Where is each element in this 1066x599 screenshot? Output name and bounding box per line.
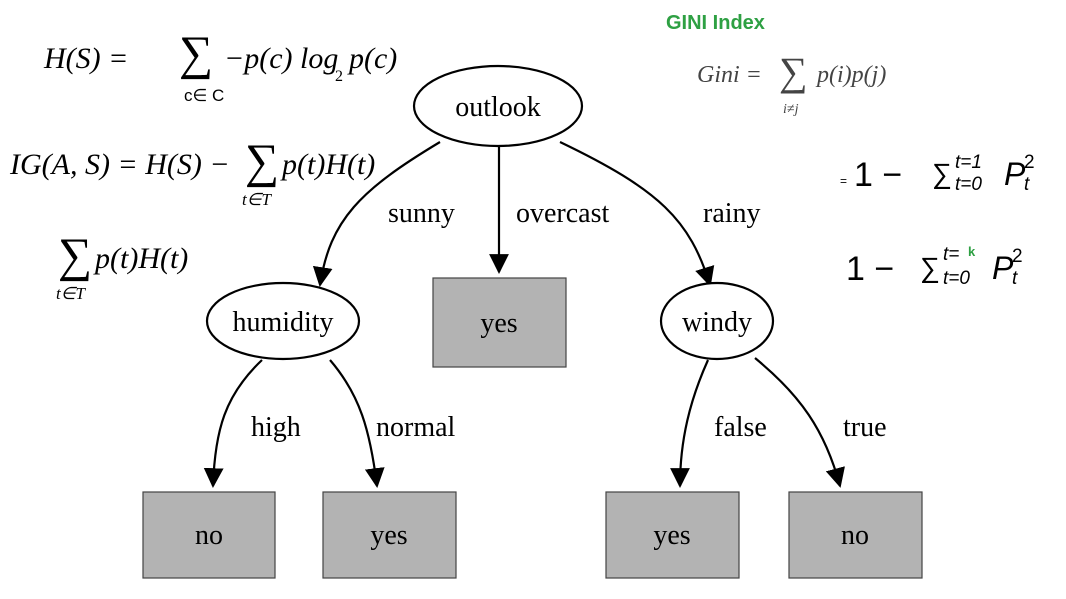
- node-outlook-label: outlook: [455, 92, 541, 123]
- gini-binary-upper: t=1: [955, 152, 982, 173]
- gini-binary-term: P: [1004, 156, 1026, 192]
- branch-high-label: high: [251, 412, 301, 443]
- gini-binary-term-sup: 2: [1024, 152, 1035, 173]
- gini-general-term-sup: 2: [1012, 246, 1023, 267]
- leaf-normal-yes: yes: [322, 491, 457, 579]
- gini-general-lower: t=0: [943, 268, 970, 289]
- entropy-lhs: H(S) =: [44, 42, 129, 75]
- leaf-overcast-yes: yes: [432, 277, 567, 368]
- leaf-false-label: yes: [653, 520, 690, 551]
- gini-binary-term-sub: t: [1024, 174, 1030, 195]
- gini-general-upper-k: k: [968, 244, 976, 259]
- branch-false-label: false: [714, 412, 767, 443]
- gini-general-term-sub: t: [1012, 268, 1018, 289]
- branch-overcast-label: overcast: [516, 198, 610, 229]
- entropy-sigma: ∑: [179, 27, 214, 80]
- edge-outlook-sunny: [312, 141, 441, 287]
- edge-humidity-normal: [329, 359, 385, 488]
- weighted-entropy-sum-index: t∈T: [56, 284, 85, 303]
- leaf-high-label: no: [195, 520, 223, 551]
- edge-windy-true: [754, 357, 845, 488]
- gini-binary-lower: t=0: [955, 174, 982, 195]
- node-windy-label: windy: [682, 307, 752, 338]
- node-windy: windy: [659, 281, 775, 361]
- gini-general-term: P: [992, 250, 1014, 286]
- entropy-body: −p(c) log: [224, 42, 339, 75]
- info-gain-sigma: ∑: [245, 135, 280, 188]
- weighted-entropy-body: p(t)H(t): [95, 242, 189, 275]
- node-humidity-label: humidity: [232, 307, 333, 338]
- node-humidity: humidity: [205, 281, 361, 361]
- gini-body: p(i)p(j): [817, 62, 887, 88]
- gini-general-one-minus: 1 −: [846, 250, 895, 288]
- info-gain-sum-index: t∈T: [242, 190, 271, 209]
- leaf-overcast-label: yes: [480, 308, 517, 339]
- edge-windy-false: [670, 359, 710, 488]
- branch-rainy-label: rainy: [703, 198, 761, 229]
- leaf-true-no: no: [788, 491, 923, 579]
- leaf-high-no: no: [142, 491, 276, 579]
- gini-lhs: Gini =: [697, 62, 762, 88]
- info-gain-lhs: IG(A, S) = H(S) −: [10, 148, 230, 181]
- entropy-tail: p(c): [349, 42, 398, 75]
- entropy-sum-index: c∈ C: [184, 86, 225, 105]
- gini-sum-index: i≠j: [783, 102, 799, 117]
- gini-sigma: ∑: [779, 49, 808, 94]
- edge-humidity-high: [203, 359, 263, 488]
- leaf-false-yes: yes: [605, 491, 740, 579]
- gini-index-title: GINI Index: [666, 12, 765, 34]
- gini-general-sigma: ∑: [920, 252, 940, 283]
- info-gain-body: p(t)H(t): [282, 148, 376, 181]
- leaf-true-label: no: [841, 520, 869, 551]
- node-outlook: outlook: [412, 64, 584, 148]
- branch-sunny-label: sunny: [388, 198, 455, 229]
- edge-outlook-rainy: [559, 141, 715, 287]
- branch-normal-label: normal: [376, 412, 456, 443]
- leaf-normal-label: yes: [370, 520, 407, 551]
- gini-general-upper-prefix: t=: [943, 244, 960, 265]
- gini-binary-prefix: =: [840, 174, 848, 188]
- weighted-entropy-sigma: ∑: [58, 229, 93, 282]
- branch-true-label: true: [843, 412, 887, 443]
- gini-binary-one-minus: 1 −: [854, 156, 903, 194]
- entropy-log-base: 2: [335, 68, 343, 85]
- gini-binary-sigma: ∑: [932, 158, 952, 189]
